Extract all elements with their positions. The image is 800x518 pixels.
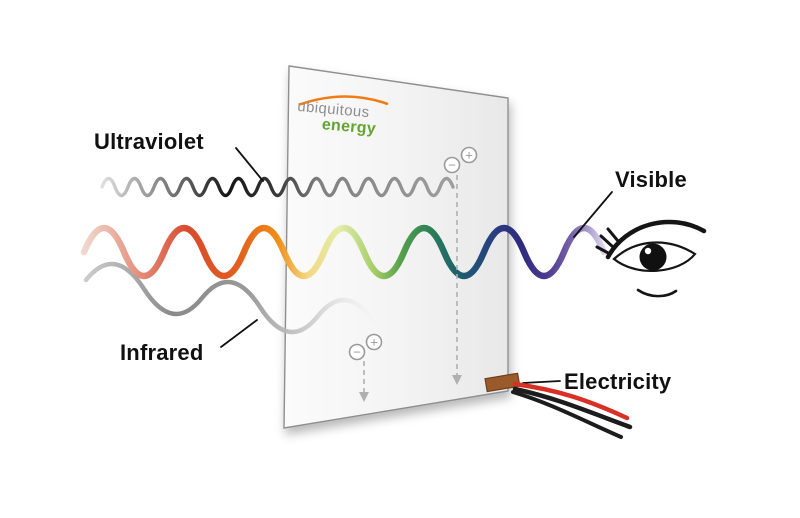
solar-panel — [283, 65, 509, 429]
visible-label: Visible — [615, 167, 687, 192]
eye-icon — [595, 219, 707, 298]
electricity-pointer-line — [522, 380, 561, 384]
infrared-pointer-line — [220, 319, 258, 348]
visible-wave — [80, 224, 608, 280]
visible-pointer-line — [573, 191, 613, 238]
electron-symbol: − — [448, 158, 456, 173]
electrical-contact — [484, 372, 521, 393]
lower-eyelid — [636, 288, 678, 298]
ultraviolet-pointer-line — [235, 147, 264, 182]
wire-red — [512, 381, 630, 421]
pupil-highlight — [644, 247, 652, 255]
ultraviolet-label: Ultraviolet — [94, 129, 204, 154]
electron-hole-pair-bottom: − + — [348, 333, 383, 361]
hole-circle — [460, 146, 478, 164]
electron-symbol: − — [353, 345, 361, 360]
infrared-label: Infrared — [120, 340, 204, 365]
electron-hole-pair-top: − + — [443, 146, 478, 174]
electric-wires-icon — [511, 381, 633, 439]
ultraviolet-wave — [100, 176, 455, 198]
ubiquitous-energy-logo: ubiquitous energy — [295, 88, 402, 140]
wire-black — [512, 386, 633, 430]
hole-circle — [365, 333, 383, 351]
hole-symbol: + — [370, 335, 378, 350]
electricity-label: Electricity — [564, 369, 672, 394]
infrared-wave — [83, 261, 379, 335]
hole-symbol: + — [465, 148, 473, 163]
wire-black-2 — [511, 390, 623, 439]
arrowhead-top — [452, 375, 462, 385]
electron-circle — [348, 343, 366, 361]
eyelash — [606, 227, 620, 243]
upper-eyelid — [605, 219, 707, 260]
eyelash — [599, 234, 615, 249]
iris — [639, 243, 667, 271]
arrowhead-bottom — [359, 392, 369, 402]
electron-circle — [443, 156, 461, 174]
logo-arc-icon — [299, 95, 389, 106]
